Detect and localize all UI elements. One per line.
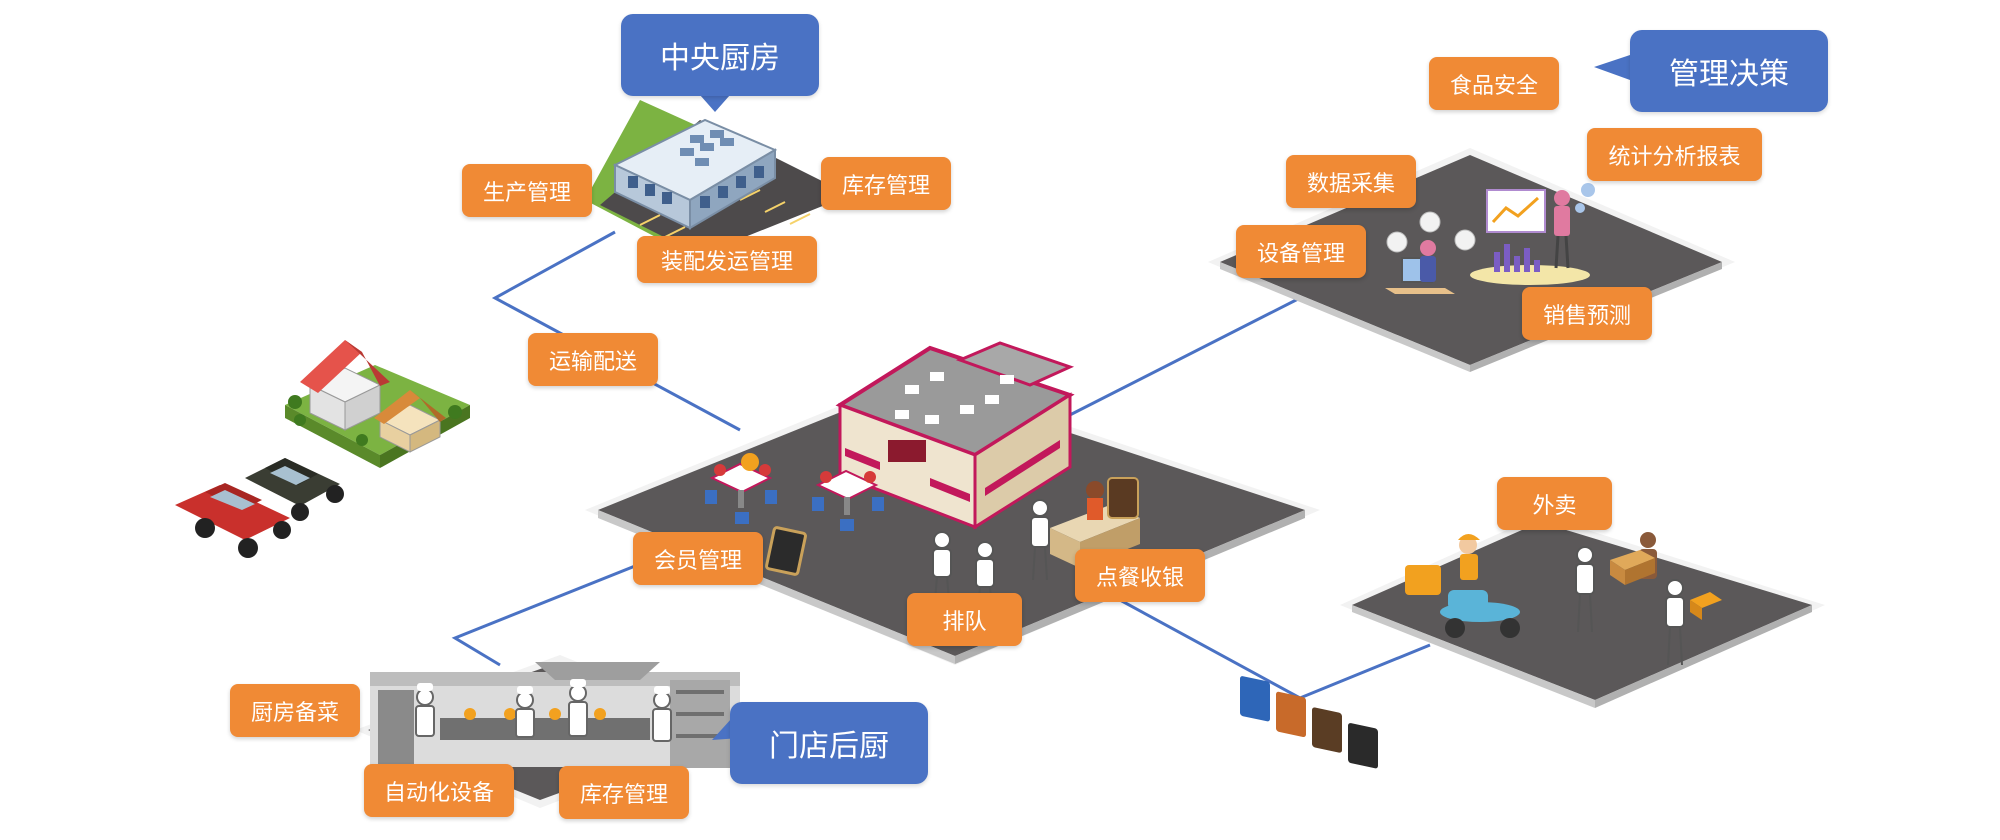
dining-tables: [705, 453, 884, 531]
tag-data-collection: 数据采集: [1286, 155, 1416, 208]
tag-production-management: 生产管理: [462, 164, 592, 217]
central-kitchen-platform: [585, 100, 850, 255]
bubble-tail-central-kitchen: [700, 95, 730, 112]
store-kitchen-bubble: 门店后厨: [730, 702, 928, 784]
kitchen-scene: [370, 662, 740, 768]
central-kitchen-building: [612, 118, 778, 230]
tag-queue: 排队: [907, 593, 1022, 646]
tag-device-management: 设备管理: [1236, 225, 1366, 278]
restaurant-building: [835, 341, 1075, 530]
tag-takeout-delivery: 外卖: [1497, 477, 1612, 530]
central-kitchen-bubble: 中央厨房: [621, 14, 819, 96]
delivery-people: [1575, 546, 1685, 666]
tag-inventory-management-central: 库存管理: [821, 157, 951, 210]
connector-store-to-management: [1059, 296, 1301, 422]
delivery-scooter: [1405, 534, 1520, 638]
connector-store-to-backkitchen: [451, 560, 646, 667]
tag-transport-delivery: 运输配送: [528, 333, 658, 386]
bubble-tail-management: [1594, 55, 1630, 80]
tag-membership-management: 会员管理: [633, 532, 763, 585]
connector-lines: [451, 230, 1431, 700]
menu-board: [765, 526, 807, 576]
parked-cars: [175, 458, 344, 558]
connector-central-to-store: [491, 230, 741, 432]
residential-houses: [285, 340, 470, 468]
delivery-platform: [1340, 515, 1825, 708]
tag-automation-equipment: 自动化设备: [364, 764, 514, 817]
tag-assembly-shipping: 装配发运管理: [637, 236, 817, 283]
tag-sales-forecast: 销售预测: [1522, 287, 1652, 340]
tag-kitchen-prep: 厨房备菜: [230, 684, 360, 737]
management-bubble: 管理决策: [1630, 30, 1828, 112]
tag-ordering-cashier: 点餐收银: [1075, 549, 1205, 602]
recycle-bins: [1240, 676, 1378, 769]
tag-statistics-report: 统计分析报表: [1587, 128, 1762, 181]
tag-inventory-management-store: 库存管理: [559, 766, 689, 819]
tag-food-safety: 食品安全: [1429, 57, 1559, 110]
